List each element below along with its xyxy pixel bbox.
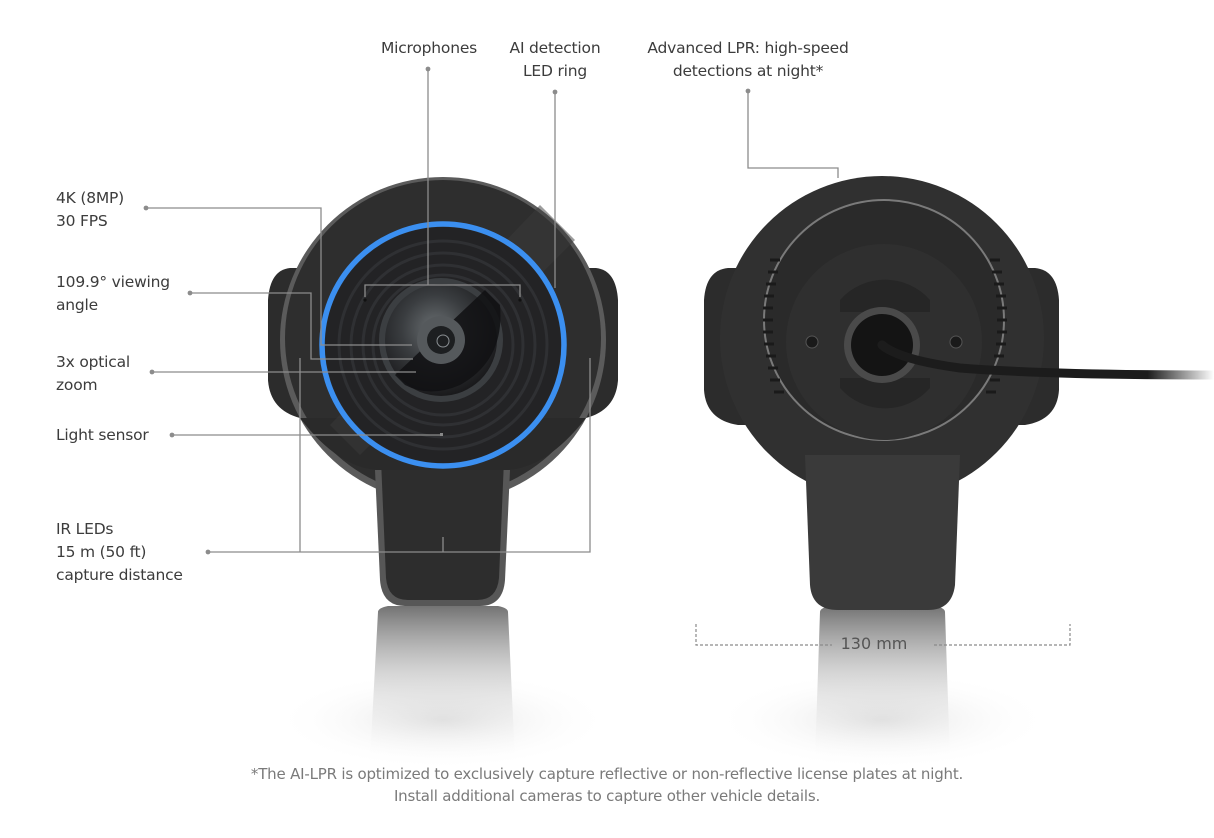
callout-text: LED ring	[522, 62, 588, 80]
callout-text: 109.9° viewing	[56, 273, 170, 291]
footnote-line: *The AI-LPR is optimized to exclusively …	[250, 765, 964, 783]
dimension-line	[695, 624, 1071, 646]
footnote: *The AI-LPR is optimized to exclusively …	[0, 763, 1214, 807]
rear-camera	[704, 176, 1214, 770]
dimension-label: 130 mm	[840, 634, 908, 653]
callout-led-ring: AI detection LED ring	[490, 37, 620, 83]
callout-resolution: 4K (8MP) 30 FPS	[56, 187, 124, 233]
callout-text: Advanced LPR: high-speed	[647, 39, 849, 57]
callout-advanced-lpr: Advanced LPR: high-speed detections at n…	[620, 37, 876, 83]
leader-dots	[143, 66, 751, 555]
leader-lines	[146, 70, 839, 553]
callout-text: detections at night*	[672, 62, 824, 80]
front-camera	[268, 177, 618, 770]
callout-text: AI detection	[509, 39, 601, 57]
callout-text: capture distance	[56, 566, 183, 584]
callout-light-sensor: Light sensor	[56, 424, 149, 447]
callout-text: 30 FPS	[56, 212, 108, 230]
callout-text: 3x optical	[56, 353, 130, 371]
callout-text: Microphones	[380, 39, 478, 57]
footnote-line: Install additional cameras to capture ot…	[393, 787, 821, 805]
callout-text: Light sensor	[56, 426, 149, 444]
callout-viewing-angle: 109.9° viewing angle	[56, 271, 170, 317]
callout-optical-zoom: 3x optical zoom	[56, 351, 130, 397]
callout-text: IR LEDs	[56, 520, 114, 538]
callout-microphones: Microphones	[344, 37, 514, 60]
callout-text: zoom	[56, 376, 98, 394]
callout-text: 4K (8MP)	[56, 189, 125, 207]
callout-text: 15 m (50 ft)	[56, 543, 147, 561]
callout-text: angle	[56, 296, 99, 314]
callout-ir-leds: IR LEDs 15 m (50 ft) capture distance	[56, 518, 183, 587]
